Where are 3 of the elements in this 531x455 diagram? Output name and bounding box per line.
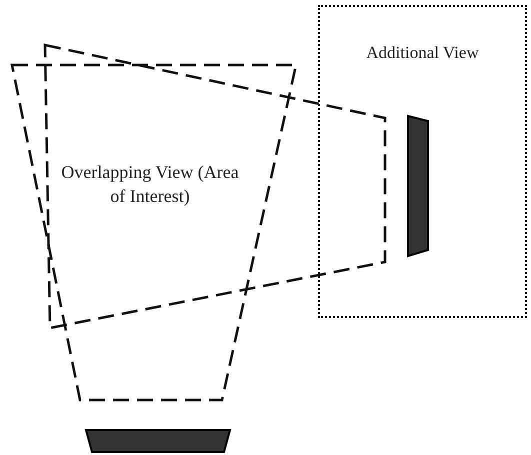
- area-label: Overlapping View (Area of Interest): [60, 161, 240, 208]
- view-label: Additional View: [365, 43, 480, 63]
- dashed-view-box: [318, 5, 527, 318]
